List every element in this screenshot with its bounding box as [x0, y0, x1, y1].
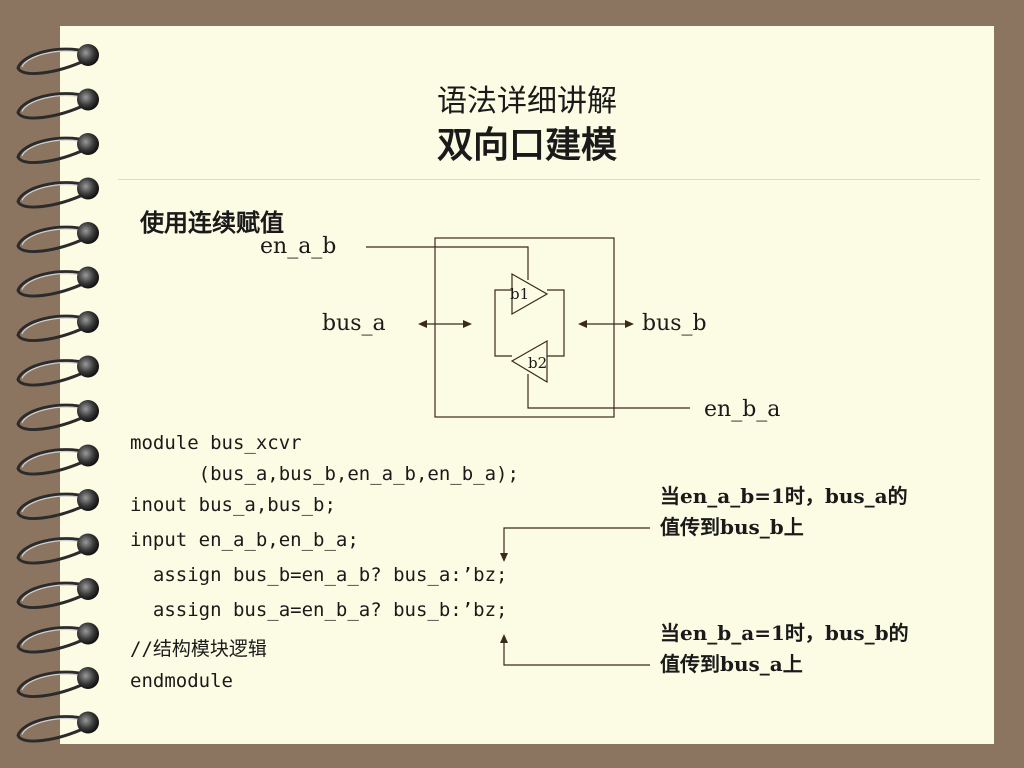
slide-heading: 双向口建模: [436, 124, 617, 166]
note-en-b-a: 当en_b_a=1时，bus_b的 值传到bus_a上: [660, 618, 909, 680]
binding-ring: [16, 448, 89, 476]
binding-ring-highlight: [21, 50, 85, 68]
title-divider: [118, 179, 980, 180]
binding-hole: [77, 266, 99, 289]
binding-hole: [77, 533, 99, 556]
code-line-1: module bus_xcvr: [130, 432, 302, 454]
binding-hole: [77, 311, 99, 333]
binding-ring-highlight: [21, 495, 85, 513]
binding-ring: [16, 359, 89, 387]
section-subtitle: 使用连续赋值: [140, 208, 284, 237]
code-line-2: (bus_a,bus_b,en_a_b,en_b_a);: [130, 463, 519, 485]
binding-hole: [77, 133, 99, 155]
bus-a-label: bus_a: [322, 311, 386, 336]
binding-hole: [77, 444, 99, 467]
code-line-5: assign bus_b=en_a_b? bus_a:’bz;: [130, 564, 508, 586]
binding-hole: [77, 177, 99, 200]
binding-ring: [16, 670, 89, 698]
binding-ring: [16, 581, 89, 609]
note-en-a-b: 当en_a_b=1时，bus_a的 值传到bus_b上: [660, 481, 908, 543]
buffer-b1-label: b1: [510, 285, 530, 303]
slide-title: 语法详细讲解: [437, 84, 617, 119]
binding-ring-highlight: [21, 628, 85, 646]
module-box: [434, 237, 615, 418]
binding-hole: [77, 489, 99, 511]
buffer-b1: [511, 272, 549, 316]
binding-ring-highlight: [21, 406, 85, 424]
binding-ring: [16, 537, 89, 565]
note2-pointer: [503, 640, 650, 666]
bus-b-label: bus_b: [642, 311, 707, 336]
binding-hole: [77, 88, 99, 111]
note-en-b-a-line1: 当en_b_a=1时，bus_b的: [660, 621, 909, 645]
binding-ring-highlight: [21, 139, 85, 157]
binding-hole: [77, 355, 99, 378]
notebook-page: [60, 26, 994, 744]
note-en-a-b-line2: 值传到bus_b上: [660, 515, 804, 539]
binding-ring-highlight: [21, 673, 85, 691]
binding-ring: [16, 492, 89, 520]
binding-ring-highlight: [21, 272, 85, 290]
binding-ring: [16, 715, 89, 743]
binding-ring: [16, 403, 89, 431]
binding-hole: [77, 400, 99, 422]
note1-pointer: [503, 527, 650, 556]
binding-ring: [16, 92, 89, 120]
binding-ring-highlight: [21, 361, 85, 379]
binding-ring-highlight: [21, 717, 85, 735]
binding-hole: [77, 667, 99, 689]
loop-wire-left: [494, 289, 512, 357]
binding-ring: [16, 47, 89, 75]
binding-ring-highlight: [21, 183, 85, 201]
spiral-binding: [16, 44, 99, 743]
en-a-b-wire: [366, 246, 529, 280]
binding-ring-highlight: [21, 450, 85, 468]
code-line-7: //结构模块逻辑: [130, 638, 267, 660]
binding-hole: [77, 44, 99, 66]
binding-ring-highlight: [21, 228, 85, 246]
binding-ring-highlight: [21, 539, 85, 557]
binding-ring: [16, 314, 89, 342]
loop-wire-right: [547, 289, 565, 357]
note-en-b-a-line2: 值传到bus_a上: [660, 652, 803, 676]
en-b-a-wire: [527, 374, 690, 409]
binding-ring: [16, 181, 89, 209]
binding-ring: [16, 626, 89, 654]
binding-hole: [77, 222, 99, 244]
binding-ring: [16, 270, 89, 298]
buffer-b2-label: b2: [528, 354, 548, 372]
en-b-a-label: en_b_a: [704, 397, 781, 422]
code-line-8: endmodule: [130, 670, 233, 692]
code-line-6: assign bus_a=en_b_a? bus_b:’bz;: [130, 599, 508, 621]
code-line-4: input en_a_b,en_b_a;: [130, 529, 359, 551]
binding-ring: [16, 136, 89, 164]
binding-ring-highlight: [21, 584, 85, 602]
code-line-3: inout bus_a,bus_b;: [130, 494, 336, 516]
note-en-a-b-line1: 当en_a_b=1时，bus_a的: [660, 484, 908, 508]
binding-ring: [16, 225, 89, 253]
binding-ring-highlight: [21, 317, 85, 335]
en-a-b-label: en_a_b: [260, 234, 337, 259]
buffer-b2: [510, 339, 548, 384]
binding-ring-highlight: [21, 94, 85, 112]
binding-hole: [77, 578, 99, 600]
binding-hole: [77, 622, 99, 645]
binding-hole: [77, 711, 99, 734]
